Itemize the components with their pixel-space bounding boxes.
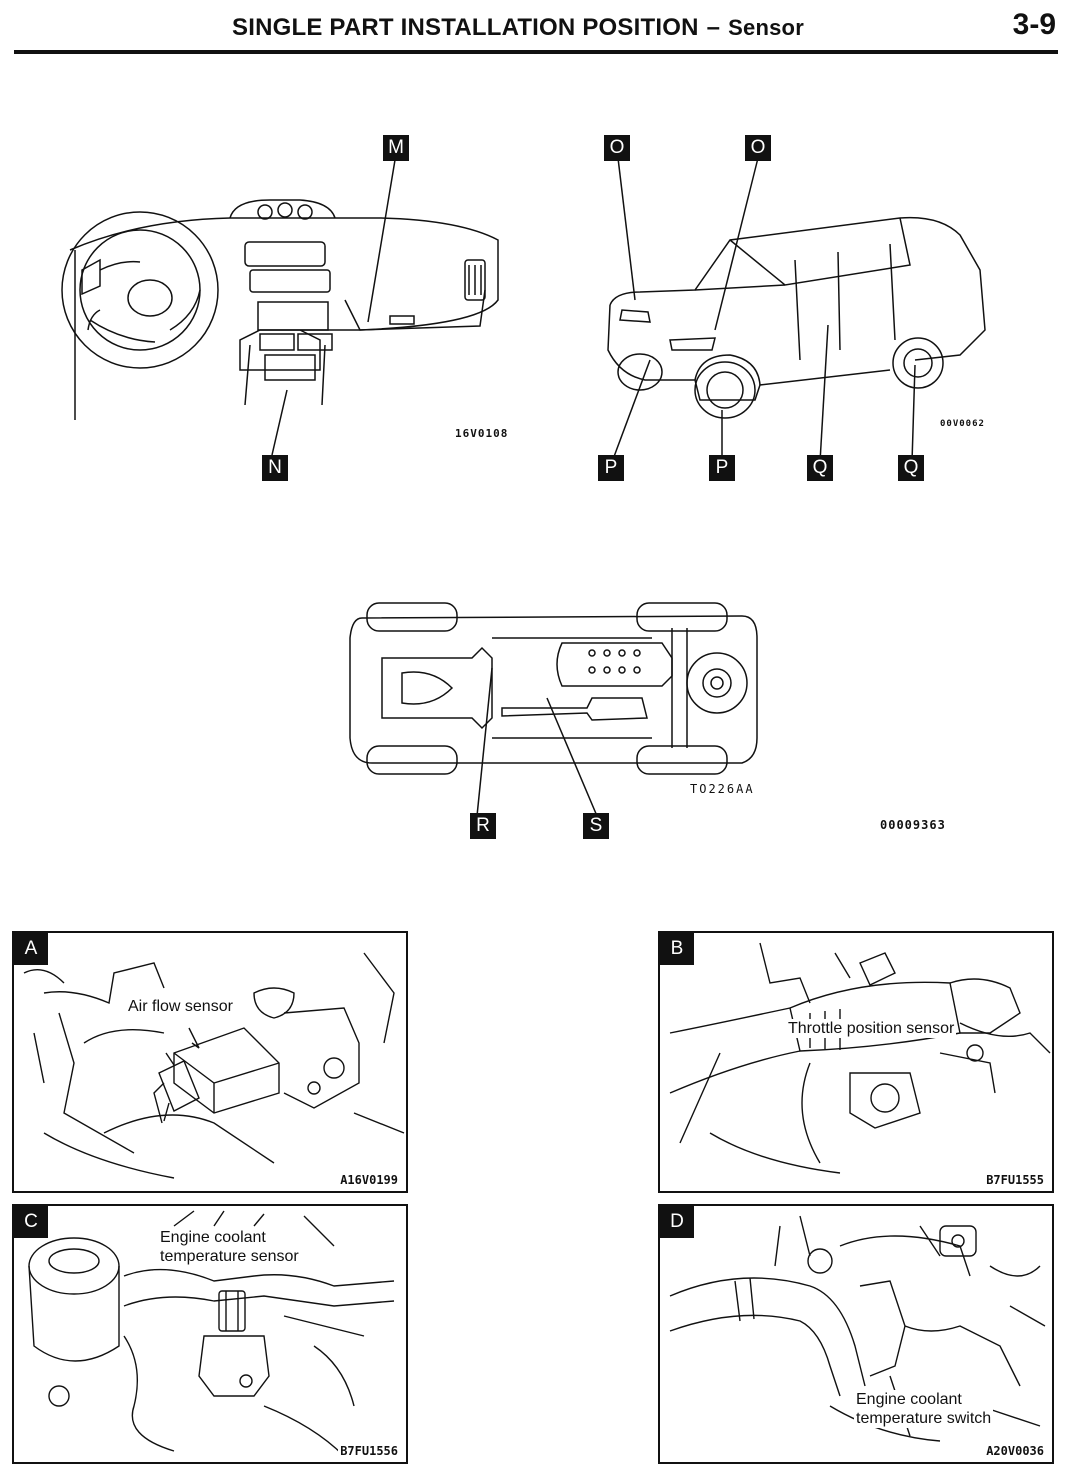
callout-p-front-label: P: [604, 457, 618, 478]
panel-d-letter: D: [660, 1206, 694, 1238]
callout-q-door-label: Q: [812, 457, 828, 478]
group-code: 00009363: [880, 818, 946, 832]
panel-b-letter: B: [660, 933, 694, 965]
throttle-position-sensor-illustration: [669, 942, 1051, 1174]
callout-o-front-label: O: [609, 137, 625, 158]
page-title: SINGLE PART INSTALLATION POSITION–Sensor: [232, 14, 804, 41]
subtitle-text: Sensor: [728, 15, 804, 40]
callout-o-front: O: [604, 135, 630, 161]
panel-c-letter: C: [14, 1206, 48, 1238]
callout-q-rear-label: Q: [903, 457, 919, 478]
dashboard-illustration: [61, 159, 499, 456]
callout-m-label: M: [388, 137, 404, 158]
underbody-code: TO226AA: [690, 782, 755, 796]
callout-o-hood-label: O: [750, 137, 766, 158]
label-line-1: Engine coolant: [160, 1229, 266, 1246]
callout-n: N: [262, 455, 288, 481]
page-number: 3-9: [1012, 8, 1056, 41]
throttle-position-sensor-label: Throttle position sensor: [786, 1019, 957, 1038]
callout-s: S: [583, 813, 609, 839]
callout-n-label: N: [268, 457, 282, 478]
dashboard-code: 16V0108: [455, 427, 509, 440]
panel-d-code: A20V0036: [984, 1444, 1046, 1458]
panel-c: C Engine coolant temperature sensor B7FU…: [12, 1204, 408, 1464]
callout-q-rear: Q: [898, 455, 924, 481]
panel-b-code: B7FU1555: [984, 1173, 1046, 1187]
panel-a-letter: A: [14, 933, 48, 965]
label-line-2: temperature sensor: [160, 1248, 299, 1265]
air-flow-sensor-illustration: [23, 952, 405, 1179]
vehicle-code: 00V0062: [940, 419, 985, 429]
panel-b: B Throttle position sensor B7FU1555: [658, 931, 1054, 1193]
panel-d: D Engine coolant temperature switch A20V…: [658, 1204, 1054, 1464]
callout-r: R: [470, 813, 496, 839]
label-line-1: Engine coolant: [856, 1391, 962, 1408]
underbody-illustration: [349, 602, 758, 817]
callout-p-wheel-label: P: [715, 457, 729, 478]
coolant-temperature-switch-illustration: [669, 1215, 1046, 1442]
callout-r-label: R: [476, 815, 490, 836]
callout-o-hood: O: [745, 135, 771, 161]
callout-m: M: [383, 135, 409, 161]
coolant-temperature-sensor-illustration: [28, 1210, 395, 1457]
callout-p-wheel: P: [709, 455, 735, 481]
title-text: SINGLE PART INSTALLATION POSITION: [232, 14, 699, 41]
label-line-2: temperature switch: [856, 1410, 992, 1427]
callout-p-front: P: [598, 455, 624, 481]
callout-q-door: Q: [807, 455, 833, 481]
page-header: SINGLE PART INSTALLATION POSITION–Sensor…: [14, 6, 1058, 54]
vehicle-illustration: [607, 157, 986, 463]
panel-a: A Air flow sensor A16V0199: [12, 931, 408, 1193]
coolant-temperature-sensor-label: Engine coolant temperature sensor: [158, 1228, 301, 1266]
air-flow-sensor-label: Air flow sensor: [126, 997, 235, 1016]
callout-s-label: S: [589, 815, 603, 836]
panel-c-code: B7FU1556: [338, 1444, 400, 1458]
coolant-temperature-switch-label: Engine coolant temperature switch: [854, 1390, 994, 1428]
panel-a-code: A16V0199: [338, 1173, 400, 1187]
